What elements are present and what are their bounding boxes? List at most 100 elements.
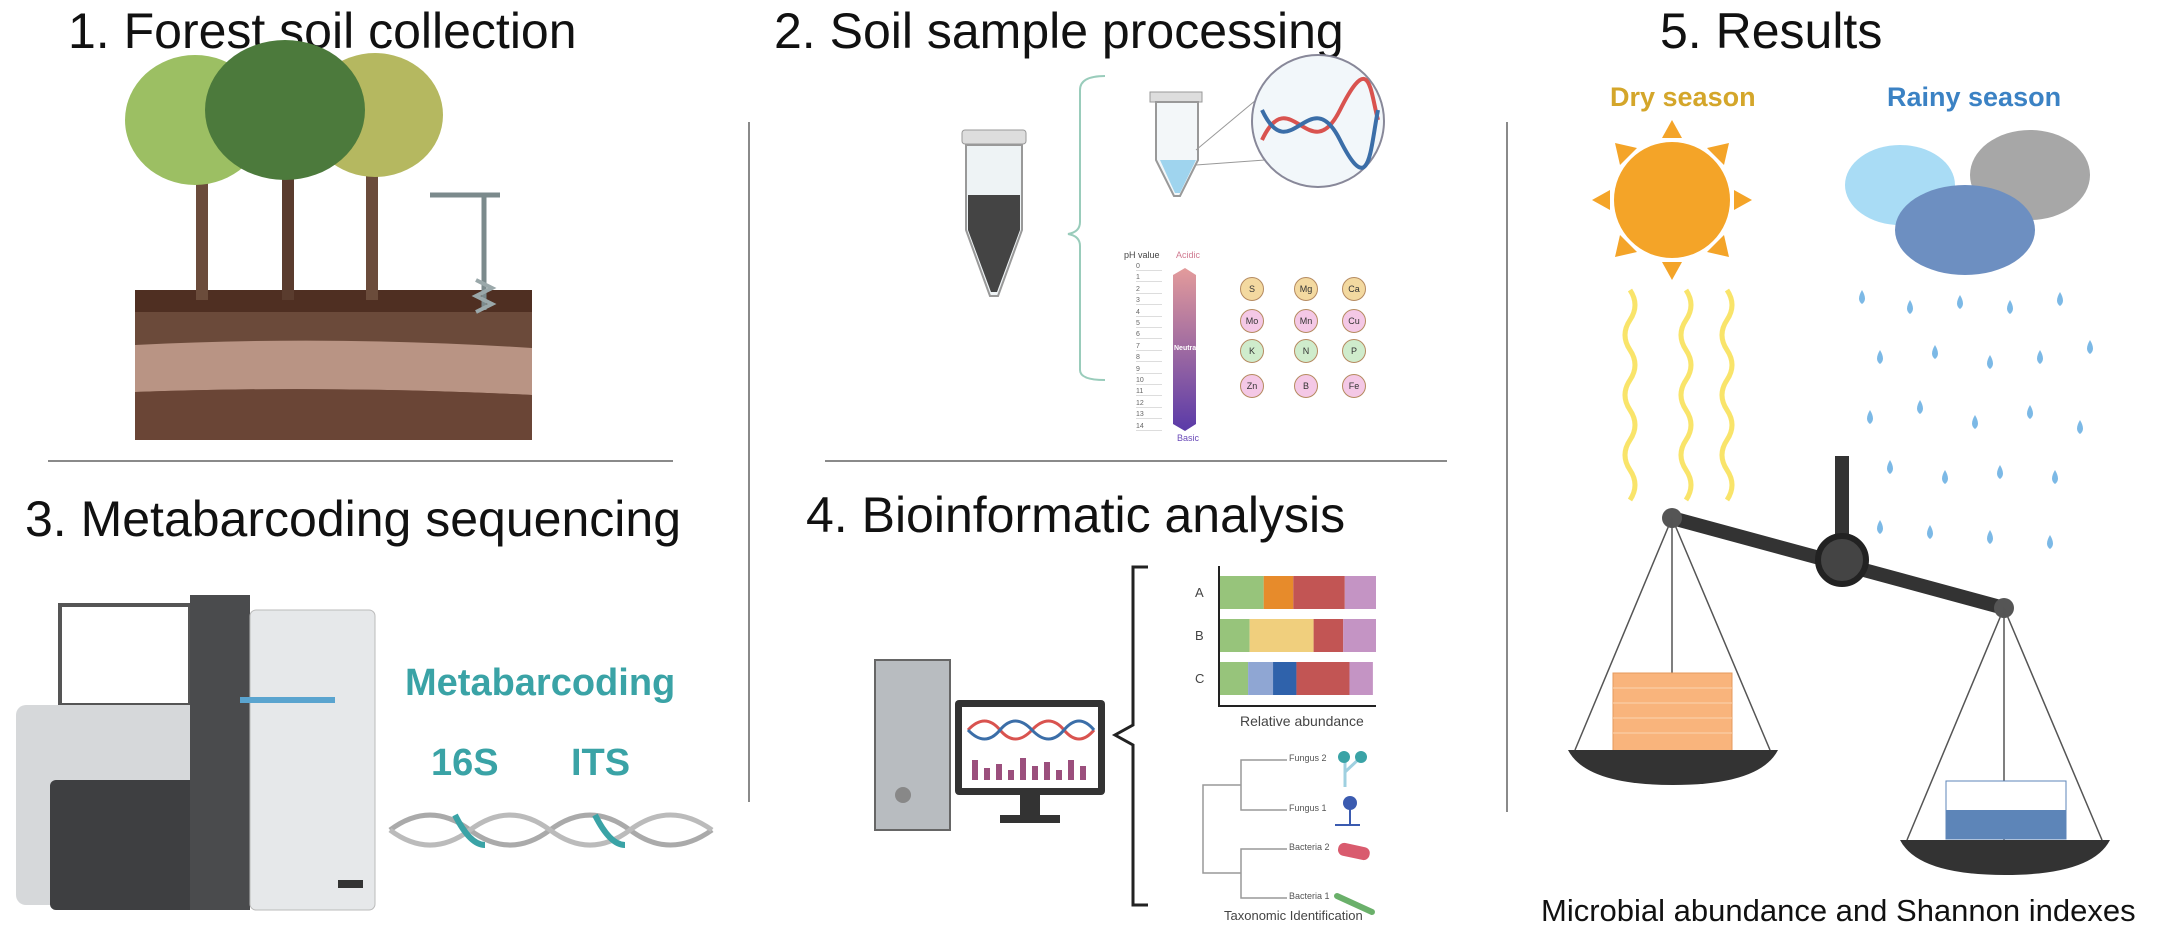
abundance-bar-segment	[1248, 662, 1274, 695]
raindrop	[2077, 420, 2083, 434]
panel-1-title: 1. Forest soil collection	[68, 3, 577, 59]
raindrop	[2027, 405, 2033, 419]
ph-neutral-label: Neutral	[1174, 345, 1199, 352]
panel-3-title: 3. Metabarcoding sequencing	[25, 491, 682, 547]
ph-tick: 10	[1136, 377, 1162, 385]
ph-tick: 6	[1136, 331, 1162, 340]
ph-tick: 2	[1136, 286, 1162, 294]
raindrop	[1867, 410, 1873, 424]
soil-profile-icon	[135, 290, 532, 440]
ph-tick: 8	[1136, 354, 1162, 363]
element-s: S	[1240, 277, 1264, 301]
ph-tick: 12	[1136, 400, 1162, 408]
abundance-bar-segment	[1343, 619, 1376, 652]
ph-tick: 7	[1136, 343, 1162, 351]
abundance-row-label: A	[1195, 585, 1204, 600]
abundance-bar-segment	[1344, 576, 1376, 609]
marker-16s-label: 16S	[431, 742, 499, 784]
dna-magnified-icon	[1251, 54, 1385, 188]
ph-tick: 14	[1136, 423, 1162, 431]
divider	[825, 460, 1447, 462]
element-zn: Zn	[1240, 374, 1264, 398]
results-caption: Microbial abundance and Shannon indexes	[1541, 893, 2136, 928]
rain-clouds-icon	[1845, 130, 2090, 275]
element-mg: Mg	[1294, 277, 1318, 301]
divider	[1506, 122, 1508, 812]
panel-2-title: 2. Soil sample processing	[774, 3, 1344, 59]
ph-label: pH value	[1124, 250, 1160, 260]
abundance-bar-segment	[1273, 662, 1297, 695]
element-p: P	[1342, 339, 1366, 363]
raindrop	[1859, 290, 1865, 304]
bracket	[1067, 75, 1106, 381]
raindrop	[2052, 470, 2058, 484]
raindrop	[1957, 295, 1963, 309]
abundance-bar-segment	[1296, 662, 1350, 695]
divider	[48, 460, 673, 462]
tree-caption: Taxonomic Identification	[1224, 908, 1363, 923]
tree-leaf-label: Fungus 1	[1289, 803, 1327, 813]
raindrop	[2087, 340, 2093, 354]
raindrop	[1987, 530, 1993, 544]
element-ca: Ca	[1342, 277, 1366, 301]
ph-tick: 13	[1136, 411, 1162, 420]
abundance-bar-segment	[1220, 619, 1250, 652]
raindrop	[1927, 525, 1933, 539]
dna-helix-icon	[388, 812, 714, 848]
ph-tick: 9	[1136, 366, 1162, 374]
balance-scale-icon	[1568, 456, 2110, 875]
ph-scale-arrow-icon	[1173, 268, 1196, 431]
element-fe: Fe	[1342, 374, 1366, 398]
raindrop	[1932, 345, 1938, 359]
phylogenetic-tree	[1202, 759, 1287, 899]
heat-waves-icon	[1622, 288, 1735, 502]
ph-acidic-label: Acidic	[1176, 250, 1201, 260]
raindrop	[1987, 355, 1993, 369]
abundance-bar-segment	[1220, 576, 1264, 609]
raindrops-icon	[1859, 290, 2093, 549]
marker-its-label: ITS	[571, 742, 631, 784]
raindrop	[1997, 465, 2003, 479]
raindrop	[2047, 535, 2053, 549]
trees-icon	[125, 40, 443, 300]
soil-tube-icon	[961, 129, 1027, 297]
panel-5-title: 5. Results	[1660, 3, 1883, 59]
panel-4-title: 4. Bioinformatic analysis	[806, 487, 1346, 543]
extraction-tube-icon	[1149, 91, 1266, 197]
organism-icons	[1334, 751, 1375, 915]
element-cu: Cu	[1342, 309, 1366, 333]
raindrop	[1942, 470, 1948, 484]
raindrop	[1907, 300, 1913, 314]
raindrop	[2037, 350, 2043, 364]
raindrop	[1877, 350, 1883, 364]
raindrop	[1887, 460, 1893, 474]
tree-leaf-label: Fungus 2	[1289, 753, 1327, 763]
divider	[748, 122, 750, 802]
ph-tick: 0	[1136, 263, 1162, 271]
ph-basic-label: Basic	[1177, 433, 1200, 443]
relative-abundance-chart	[1220, 576, 1376, 695]
raindrop	[1877, 520, 1883, 534]
element-mo: Mo	[1240, 309, 1264, 333]
tree-leaf-label: Bacteria 2	[1289, 842, 1330, 852]
dry-season-label: Dry season	[1610, 82, 1756, 112]
bracket	[1111, 565, 1148, 907]
abundance-bar-segment	[1349, 662, 1373, 695]
ph-tick: 4	[1136, 309, 1162, 317]
soil-auger-icon	[430, 192, 500, 314]
raindrop	[2007, 300, 2013, 314]
abundance-bar-segment	[1293, 576, 1345, 609]
ph-tick: 1	[1136, 274, 1162, 283]
computer-icon	[874, 659, 1105, 831]
ph-tick: 11	[1136, 388, 1162, 397]
element-mn: Mn	[1294, 309, 1318, 333]
raindrop	[1917, 400, 1923, 414]
ph-tick: 5	[1136, 320, 1162, 328]
abundance-bar-segment	[1220, 662, 1249, 695]
raindrop	[2057, 292, 2063, 306]
abundance-row-label: B	[1195, 628, 1204, 643]
abundance-x-label: Relative abundance	[1240, 713, 1364, 729]
abundance-row-label: C	[1195, 671, 1205, 686]
